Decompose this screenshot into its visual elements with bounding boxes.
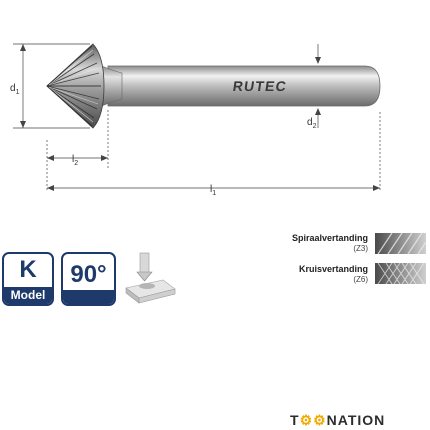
countersink-workpiece-icon bbox=[125, 252, 176, 304]
angle-badge: 90° bbox=[61, 252, 116, 306]
label-l1: l1 bbox=[210, 184, 216, 197]
angle-value: 90° bbox=[70, 261, 107, 288]
countersink-head bbox=[46, 43, 105, 129]
label-d1: d1 bbox=[10, 83, 20, 96]
tool-shank bbox=[107, 65, 381, 107]
angle-band bbox=[63, 290, 114, 304]
dimension-arrows bbox=[20, 44, 380, 191]
label-d2: d2 bbox=[307, 117, 317, 130]
cut-title-spiral: Spiraalvertanding bbox=[291, 233, 368, 243]
shank-brand-text: RUTEC bbox=[232, 78, 288, 94]
model-label: Model bbox=[4, 287, 52, 304]
model-badge: K Model bbox=[2, 252, 54, 306]
label-l2: l2 bbox=[72, 154, 78, 167]
cross-cut-swatch bbox=[375, 262, 426, 285]
dimension-lines bbox=[13, 43, 381, 192]
logo-gear-icon: ⚙⚙ bbox=[299, 412, 327, 428]
cut-code-spiral: (Z3) bbox=[353, 244, 368, 253]
toolnation-logo: T⚙⚙NATION bbox=[290, 412, 386, 428]
cut-title-cross: Kruisvertanding bbox=[298, 264, 368, 274]
spiral-cut-swatch bbox=[375, 232, 427, 255]
cut-code-cross: (Z6) bbox=[353, 275, 368, 284]
model-letter: K bbox=[19, 256, 37, 283]
